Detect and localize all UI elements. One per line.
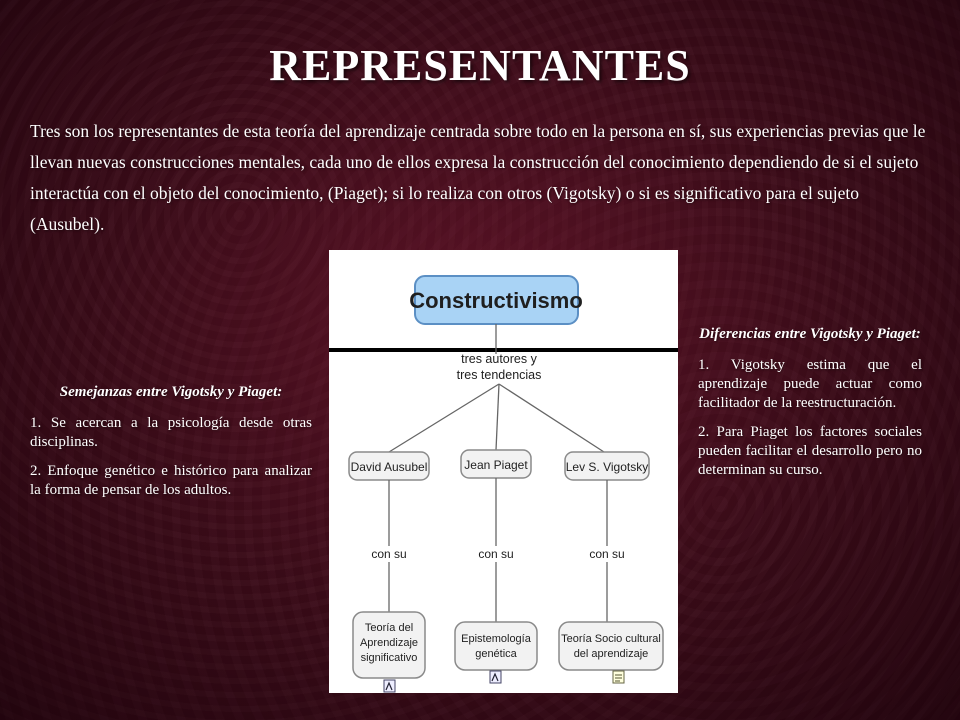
similarities-point-2: 2. Enfoque genético e histórico para ana… bbox=[30, 463, 312, 498]
connector-label-vigotsky: con su bbox=[589, 547, 624, 561]
resource-icon-1 bbox=[383, 679, 396, 693]
branch-right bbox=[498, 383, 605, 453]
similarities-heading: Semejanzas entre Vigotsky y Piaget: bbox=[59, 384, 283, 400]
concept-map: Constructivismo tres autores y tres tend… bbox=[329, 250, 678, 693]
similarities-panel: Semejanzas entre Vigotsky y Piaget: 1. S… bbox=[30, 382, 312, 510]
theory-piaget-line-2: genética bbox=[475, 648, 517, 660]
concept-map-svg: Constructivismo tres autores y tres tend… bbox=[329, 275, 678, 693]
connector-label-ausubel: con su bbox=[371, 547, 406, 561]
resource-icon-2 bbox=[489, 670, 502, 684]
root-node-label: Constructivismo bbox=[409, 288, 583, 313]
branch-center bbox=[495, 383, 500, 451]
author-label-ausubel: David Ausubel bbox=[351, 460, 428, 474]
theory-node-sociocultural bbox=[558, 621, 664, 671]
differences-heading: Diferencias entre Vigotsky y Piaget: bbox=[699, 326, 921, 342]
theory-ausubel-line-2: Aprendizaje bbox=[360, 637, 418, 649]
link-phrase-line-2: tres tendencias bbox=[457, 368, 542, 382]
separator-bar bbox=[329, 348, 678, 352]
connector-label-bg-3 bbox=[585, 546, 629, 562]
theory-ausubel-line-3: significativo bbox=[361, 652, 418, 664]
author-label-vigotsky: Lev S. Vigotsky bbox=[566, 460, 649, 474]
theory-piaget-line-1: Epistemología bbox=[461, 633, 532, 645]
connector-label-bg-2 bbox=[474, 546, 518, 562]
resource-icon-3 bbox=[612, 670, 625, 684]
branch-left bbox=[388, 383, 500, 453]
differences-point-1: 1. Vigotsky estima que el aprendizaje pu… bbox=[698, 357, 922, 411]
theory-node-significativo bbox=[352, 611, 426, 679]
theory-vigotsky-line-1: Teoría Socio cultural bbox=[561, 633, 661, 645]
slide-title: REPRESENTANTES bbox=[269, 41, 691, 90]
similarities-point-1: 1. Se acercan a la psicología desde otra… bbox=[30, 415, 312, 450]
theory-ausubel-line-1: Teoría del bbox=[365, 622, 413, 634]
theory-node-epistemologia bbox=[454, 621, 538, 671]
theory-vigotsky-line-2: del aprendizaje bbox=[574, 648, 649, 660]
author-label-piaget: Jean Piaget bbox=[464, 458, 528, 472]
connector-label-piaget: con su bbox=[478, 547, 513, 561]
differences-point-2: 2. Para Piaget los factores sociales pue… bbox=[698, 424, 922, 478]
connector-label-bg-1 bbox=[367, 546, 411, 562]
link-phrase-line-1: tres autores y bbox=[461, 352, 537, 366]
differences-panel: Diferencias entre Vigotsky y Piaget: 1. … bbox=[698, 324, 922, 490]
intro-paragraph: Tres son los representantes de esta teor… bbox=[30, 121, 926, 234]
